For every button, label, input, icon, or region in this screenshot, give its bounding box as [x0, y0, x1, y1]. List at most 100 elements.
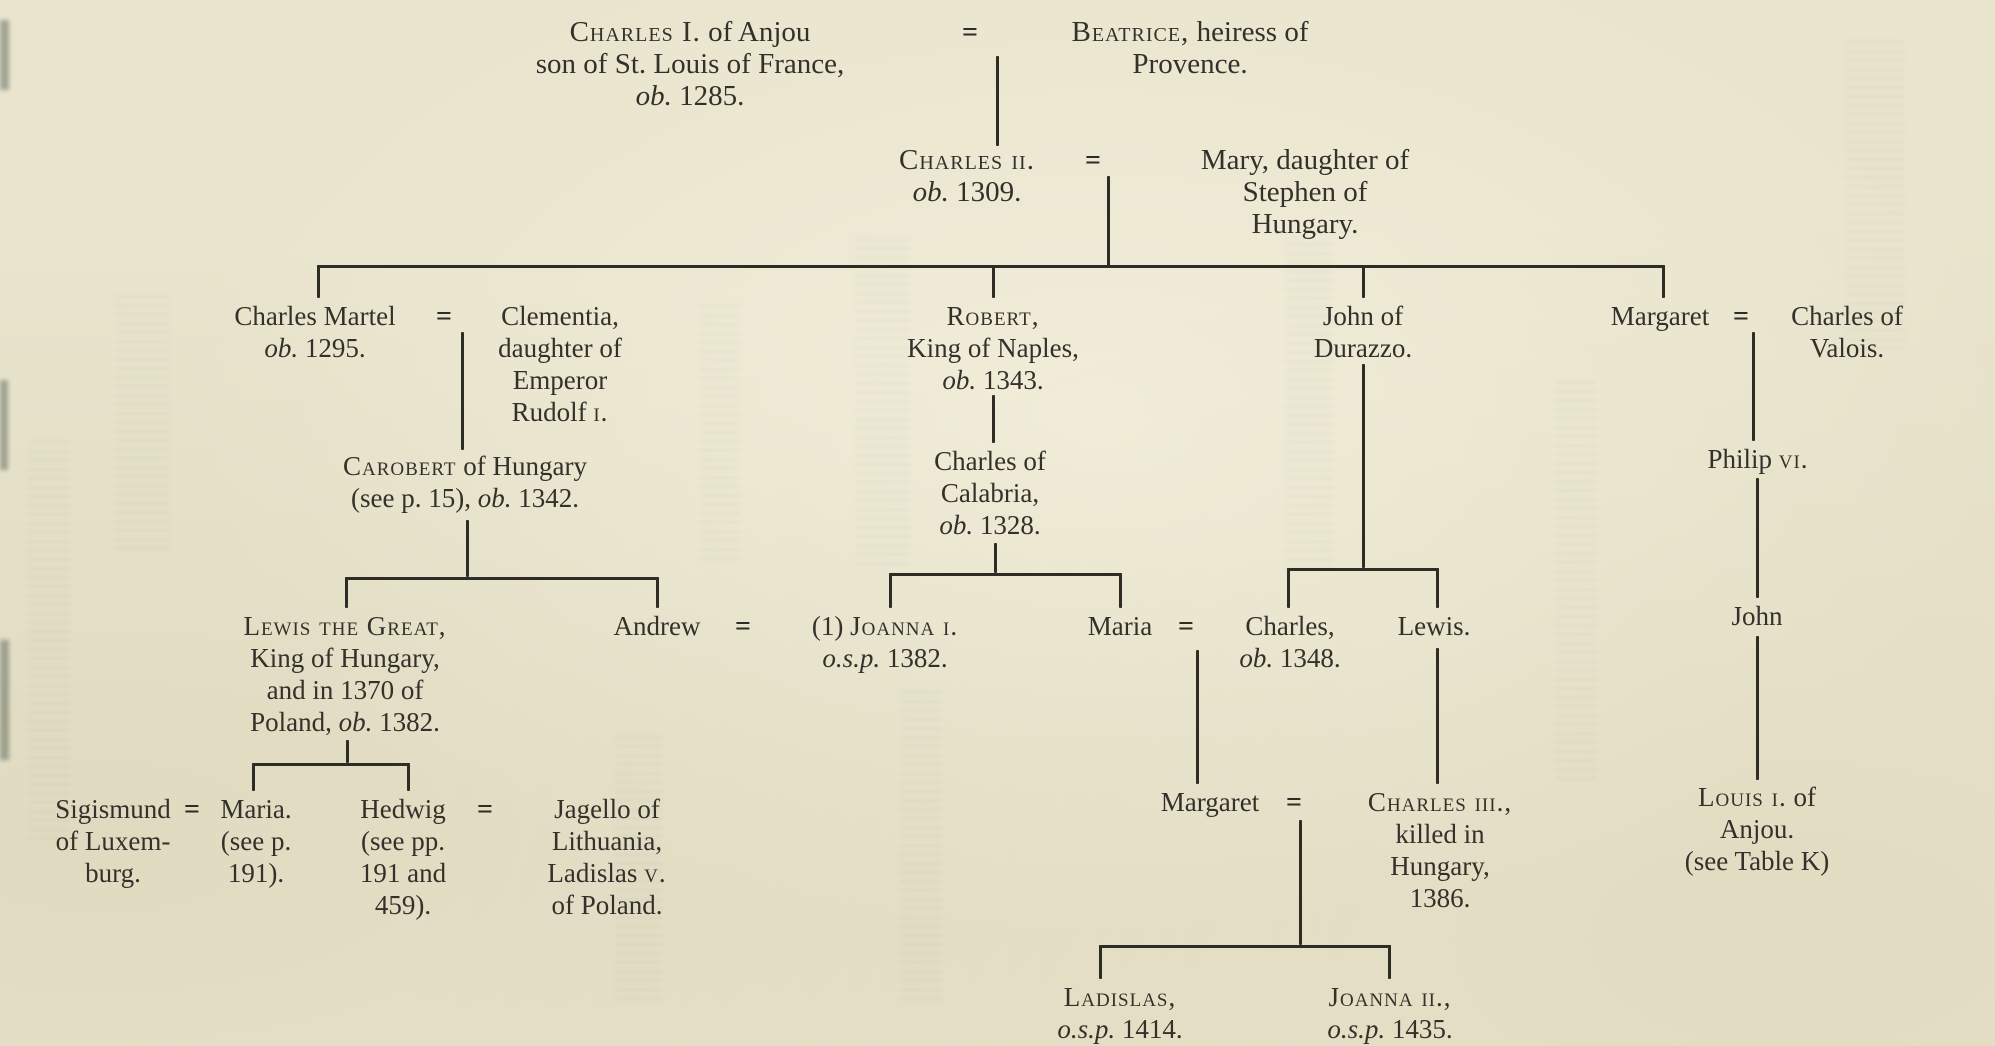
person-name: Charles, — [1245, 611, 1335, 641]
page-bleedthrough — [1285, 240, 1333, 570]
cross-reference: (see Table K) — [1684, 846, 1830, 876]
marriage-equals-charles1-beatrice: = — [962, 17, 978, 48]
person-hedwig: Hedwig (see pp. 191 and 459). — [360, 793, 446, 921]
line-robert-descent — [992, 395, 995, 443]
person-detail: Stephen of — [1242, 176, 1368, 208]
line-durazzo-children-bar — [1287, 568, 1439, 571]
death-note: ob. 1328. — [939, 510, 1041, 540]
person-name: Mary, daughter of — [1200, 144, 1410, 176]
person-name: Hedwig — [360, 794, 446, 824]
person-name: Jagello of — [554, 794, 660, 824]
marriage-equals-martel-clementia: = — [436, 301, 452, 332]
death-note: o.s.p. 1382. — [822, 643, 948, 673]
person-margaret-of-anjou: Margaret — [1611, 300, 1709, 332]
line-drop-joanna1 — [889, 573, 892, 608]
page-bleedthrough — [700, 300, 740, 560]
line-drop-hedwig — [407, 763, 410, 791]
person-philip-vi: Philip vi. — [1707, 443, 1808, 475]
line-carobert-descent — [466, 520, 469, 577]
page-edge-mark — [0, 640, 9, 760]
person-beatrice-of-provence: Beatrice, heiress of Provence. — [1072, 16, 1309, 80]
person-charles-martel: Charles Martel ob. 1295. — [234, 300, 395, 364]
line-drop-andrew — [656, 577, 659, 608]
person-detail: (see p. — [220, 826, 292, 856]
person-jagello-of-lithuania: Jagello of Lithuania, Ladislas v. of Pol… — [547, 793, 666, 921]
person-carobert-of-hungary: Carobert of Hungary (see p. 15), ob. 134… — [343, 450, 587, 514]
person-name: Ladislas, — [1063, 982, 1177, 1012]
person-detail: Hungary. — [1251, 208, 1359, 240]
person-name: Durazzo. — [1313, 333, 1413, 363]
person-detail: Provence. — [1132, 48, 1248, 80]
line-lewis-children-bar — [252, 763, 410, 766]
marriage-equals-charles2-mary: = — [1085, 145, 1101, 176]
death-note: ob. 1309. — [912, 176, 1022, 208]
person-name: Valois. — [1809, 333, 1885, 363]
person-robert-king-of-naples: Robert, King of Naples, ob. 1343. — [907, 300, 1079, 396]
person-ladislas: Ladislas, o.s.p. 1414. — [1057, 981, 1182, 1045]
death-note: Poland, ob. 1382. — [250, 707, 440, 737]
person-detail: 191). — [227, 858, 285, 888]
marriage-equals-hedwig-jagello: = — [477, 794, 493, 825]
line-charles2-descent — [1107, 176, 1110, 266]
person-detail: King of Naples, — [907, 333, 1079, 363]
person-name: Sigismund — [55, 794, 171, 824]
death-note: ob. 1285. — [635, 80, 745, 112]
line-carobert-children-bar — [345, 577, 659, 580]
person-john-of-valois: John — [1731, 600, 1782, 632]
person-john-of-durazzo: John of Durazzo. — [1314, 300, 1412, 364]
person-detail: of Luxem- — [55, 826, 171, 856]
person-louis-i-of-anjou: Louis i. of Anjou. (see Table K) — [1685, 781, 1830, 877]
page-edge-mark — [0, 380, 8, 470]
person-detail: 1386. — [1409, 883, 1471, 913]
person-name: Clementia, — [501, 301, 619, 331]
line-gen3-sibling-bar — [317, 265, 1665, 268]
line-drop-robert — [992, 265, 995, 298]
line-drop-john-durazzo — [1362, 265, 1365, 298]
person-charles-of-valois: Charles of Valois. — [1791, 300, 1903, 364]
page-edge-mark — [0, 20, 9, 90]
person-name: Charles ii. — [899, 144, 1035, 176]
person-name: Carobert of Hungary — [342, 451, 588, 481]
person-lewis-of-durazzo: Lewis. — [1398, 610, 1471, 642]
person-joanna-i: (1) Joanna i. o.s.p. 1382. — [812, 610, 958, 674]
line-drop-charles-durazzo — [1287, 568, 1290, 608]
person-name: John — [1731, 601, 1783, 631]
person-name: Louis i. of — [1698, 782, 1816, 812]
person-clementia: Clementia, daughter of Emperor Rudolf i. — [498, 300, 622, 428]
line-philip6-descent — [1756, 478, 1759, 598]
person-detail: King of Hungary, — [250, 643, 440, 673]
person-detail: son of St. Louis of France, — [535, 48, 845, 80]
person-detail: and in 1370 of — [266, 675, 424, 705]
line-charles3-descent — [1299, 820, 1302, 945]
person-name: Charles iii., — [1367, 787, 1513, 817]
person-detail: 459). — [374, 890, 432, 920]
person-name: Philip vi. — [1707, 444, 1809, 474]
marriage-equals-margaret-valois: = — [1733, 301, 1749, 332]
person-charles-i-of-anjou: Charles I. of Anjou son of St. Louis of … — [536, 16, 845, 112]
page-bleedthrough — [28, 440, 70, 840]
line-drop-maria-calabria — [1119, 573, 1122, 608]
person-detail: (see p. 15), ob. 1342. — [351, 483, 579, 513]
person-joanna-ii: Joanna ii., o.s.p. 1435. — [1327, 981, 1452, 1045]
line-calabria-descent — [994, 543, 997, 573]
marriage-equals-maria-charles: = — [1178, 611, 1194, 642]
person-sigismund-of-luxemburg: Sigismund of Luxem- burg. — [55, 793, 171, 889]
marriage-equals-margaret-charles3: = — [1286, 787, 1302, 818]
line-calabria-children-bar — [889, 573, 1122, 576]
death-note: o.s.p. 1414. — [1057, 1014, 1183, 1044]
person-name: Margaret — [1160, 787, 1260, 817]
person-charles-ii: Charles ii. ob. 1309. — [899, 144, 1035, 208]
person-name: John of — [1322, 301, 1404, 331]
marriage-equals-andrew-joanna1: = — [735, 611, 751, 642]
line-john-durazzo-descent — [1362, 364, 1365, 568]
person-detail: killed in — [1395, 819, 1485, 849]
person-name: Charles of — [1791, 301, 1903, 331]
page-bleedthrough — [1555, 380, 1597, 780]
death-note: ob. 1348. — [1239, 643, 1341, 673]
line-drop-maria-hungary — [252, 763, 255, 791]
death-note: ob. 1343. — [942, 365, 1044, 395]
person-name: Lewis. — [1397, 611, 1471, 641]
person-detail: Hungary, — [1390, 851, 1490, 881]
line-drop-joanna2 — [1388, 945, 1391, 979]
person-name: Maria — [1087, 611, 1153, 641]
